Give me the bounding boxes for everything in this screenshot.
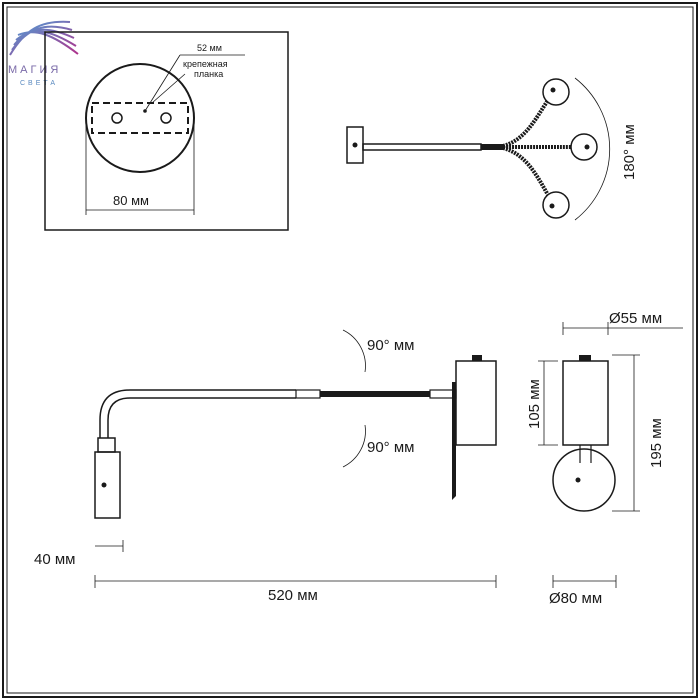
side-canopy-switch: [472, 355, 482, 361]
top-view: 180° мм: [346, 77, 638, 221]
screw-hole-right: [160, 112, 172, 124]
lamp-head-middle: [570, 133, 598, 161]
side-canopy: [455, 360, 497, 446]
logo-wave-mark: [9, 20, 79, 56]
canopy-diameter-label: Ø55 мм: [609, 310, 662, 327]
top-arm: [362, 143, 482, 151]
plate-label-line1: крепежная: [183, 59, 228, 69]
side-lamp-head: [94, 451, 121, 519]
top-wall-plate-screw: [352, 142, 358, 148]
total-length-label: 520 мм: [268, 587, 318, 604]
flex-neck-lower: [502, 146, 550, 196]
tilt-up-arc: [342, 329, 366, 373]
front-base-disc: [552, 448, 616, 512]
rotation-label: 180° мм: [621, 124, 638, 180]
inner-frame: [6, 6, 694, 694]
lamp-head-upper: [542, 78, 570, 106]
side-lamp-head-dot: [101, 482, 107, 488]
head-width-label: 40 мм: [34, 551, 75, 568]
flex-neck-upper: [502, 98, 550, 148]
side-arm: [99, 389, 296, 438]
top-arm-joint: [481, 144, 503, 150]
plate-label-line2: планка: [194, 69, 223, 79]
hole-spacing-leader: [144, 54, 181, 112]
base-diameter-label: 80 мм: [113, 193, 149, 208]
total-height-label: 195 мм: [648, 418, 665, 468]
front-canopy: [562, 360, 609, 446]
rotation-arc: [574, 77, 611, 221]
logo-subtext: СВЕТА: [20, 80, 58, 87]
screw-hole-left: [111, 112, 123, 124]
front-base-diameter-label: Ø80 мм: [549, 590, 602, 607]
front-canopy-switch: [579, 355, 591, 361]
lamp-head-middle-dot: [584, 144, 590, 150]
tilt-up-label: 90° мм: [367, 337, 414, 354]
lamp-head-lower: [542, 191, 570, 219]
side-view: 90° мм 90° мм 40 мм 520 мм: [34, 329, 497, 604]
tilt-down-arc: [342, 424, 366, 468]
side-head-collar: [97, 437, 116, 453]
logo-text: МАГИЯ: [8, 64, 61, 76]
hole-spacing-label: 52 мм: [197, 43, 222, 53]
tilt-down-label: 90° мм: [367, 439, 414, 456]
mount-detail-frame: [44, 31, 289, 231]
front-base-dot: [575, 477, 581, 483]
side-mount-plate: [452, 382, 456, 500]
side-arm-connector: [295, 389, 321, 399]
side-flex-neck: [320, 391, 430, 397]
mount-detail-panel: 52 мм крепежная планка 80 мм: [44, 31, 289, 231]
lamp-head-upper-dot: [550, 87, 556, 93]
plate-label-leader: [151, 73, 186, 104]
canopy-height-label: 105 мм: [526, 379, 543, 429]
front-view: Ø55 мм 105 мм 195 мм Ø80 мм: [526, 310, 683, 607]
lamp-head-lower-dot: [549, 203, 555, 209]
mounting-bracket: [91, 102, 189, 134]
